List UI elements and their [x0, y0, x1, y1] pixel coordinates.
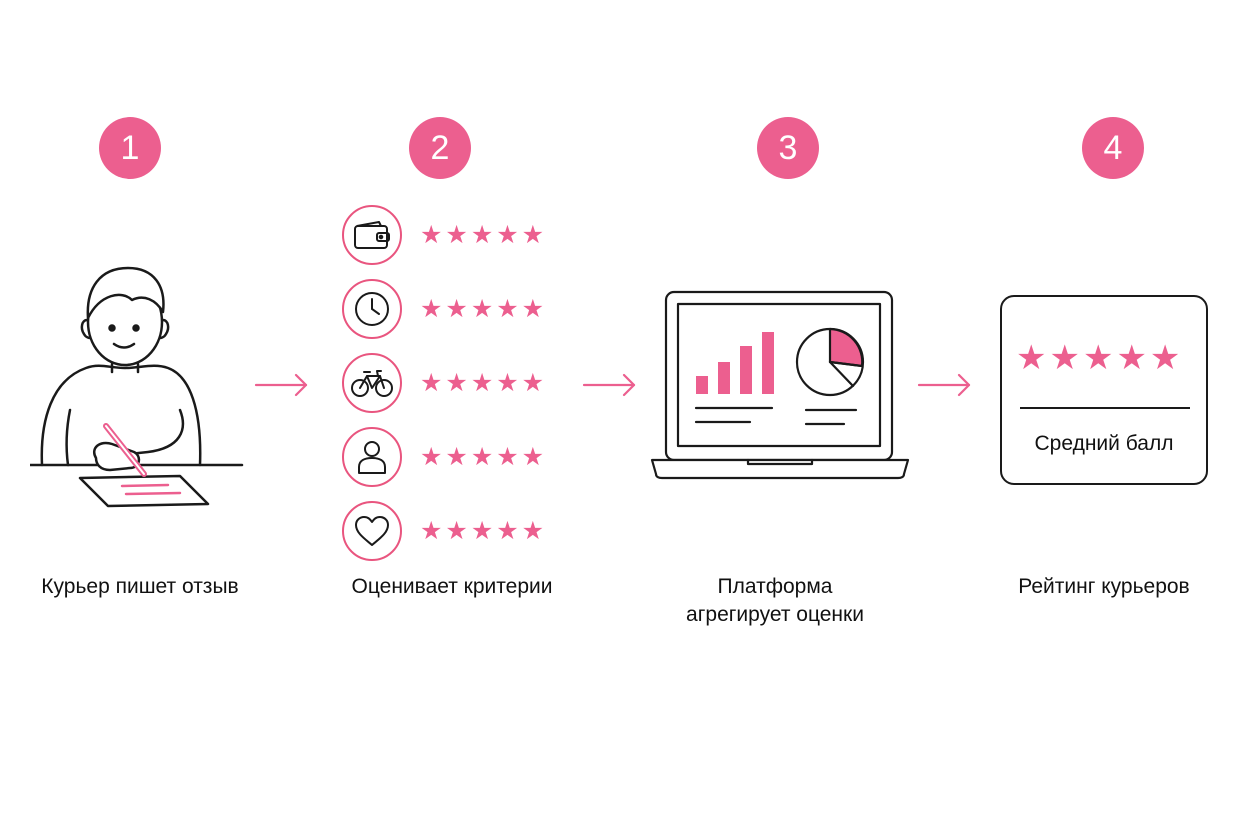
arrow-right-icon — [917, 373, 971, 397]
clock-icon — [355, 292, 389, 326]
rating-divider — [1020, 407, 1190, 409]
step-1-number: 1 — [120, 128, 140, 167]
average-score-label: Средний балл — [1034, 432, 1174, 455]
criterion-stars-1: ★★★★★ — [420, 221, 548, 249]
bicycle-icon — [351, 370, 393, 397]
step-1-caption: Курьер пишет отзыв — [41, 575, 239, 598]
step-2-badge: 2 — [409, 117, 471, 179]
heart-icon — [355, 516, 389, 546]
courier-writing-illustration — [30, 266, 244, 508]
criterion-time — [342, 279, 402, 339]
rating-card — [1000, 295, 1208, 485]
arrow-right-icon — [254, 373, 308, 397]
criterion-stars-5: ★★★★★ — [420, 517, 548, 545]
criterion-stars-3: ★★★★★ — [420, 369, 548, 397]
criterion-wallet — [342, 205, 402, 265]
step-3-number: 3 — [778, 128, 798, 167]
step-4-badge: 4 — [1082, 117, 1144, 179]
laptop-dashboard-illustration — [650, 290, 910, 480]
step-4-caption: Рейтинг курьеров — [1018, 575, 1190, 598]
arrow-right-icon — [582, 373, 636, 397]
criterion-stars-4: ★★★★★ — [420, 443, 548, 471]
step-4-number: 4 — [1103, 128, 1123, 167]
step-1-badge: 1 — [99, 117, 161, 179]
average-rating-stars: ★★★★★ — [1016, 339, 1184, 377]
wallet-icon — [354, 221, 390, 249]
step-3-caption-line-1: Платформа — [717, 575, 833, 598]
criterion-delivery — [342, 353, 402, 413]
step-2-caption: Оценивает критерии — [351, 575, 553, 598]
criterion-politeness — [342, 427, 402, 487]
criterion-care — [342, 501, 402, 561]
step-3-badge: 3 — [757, 117, 819, 179]
step-3-caption-line-2: агрегирует оценки — [686, 603, 864, 626]
criterion-stars-2: ★★★★★ — [420, 295, 548, 323]
person-icon — [358, 441, 386, 474]
step-2-number: 2 — [430, 128, 450, 167]
